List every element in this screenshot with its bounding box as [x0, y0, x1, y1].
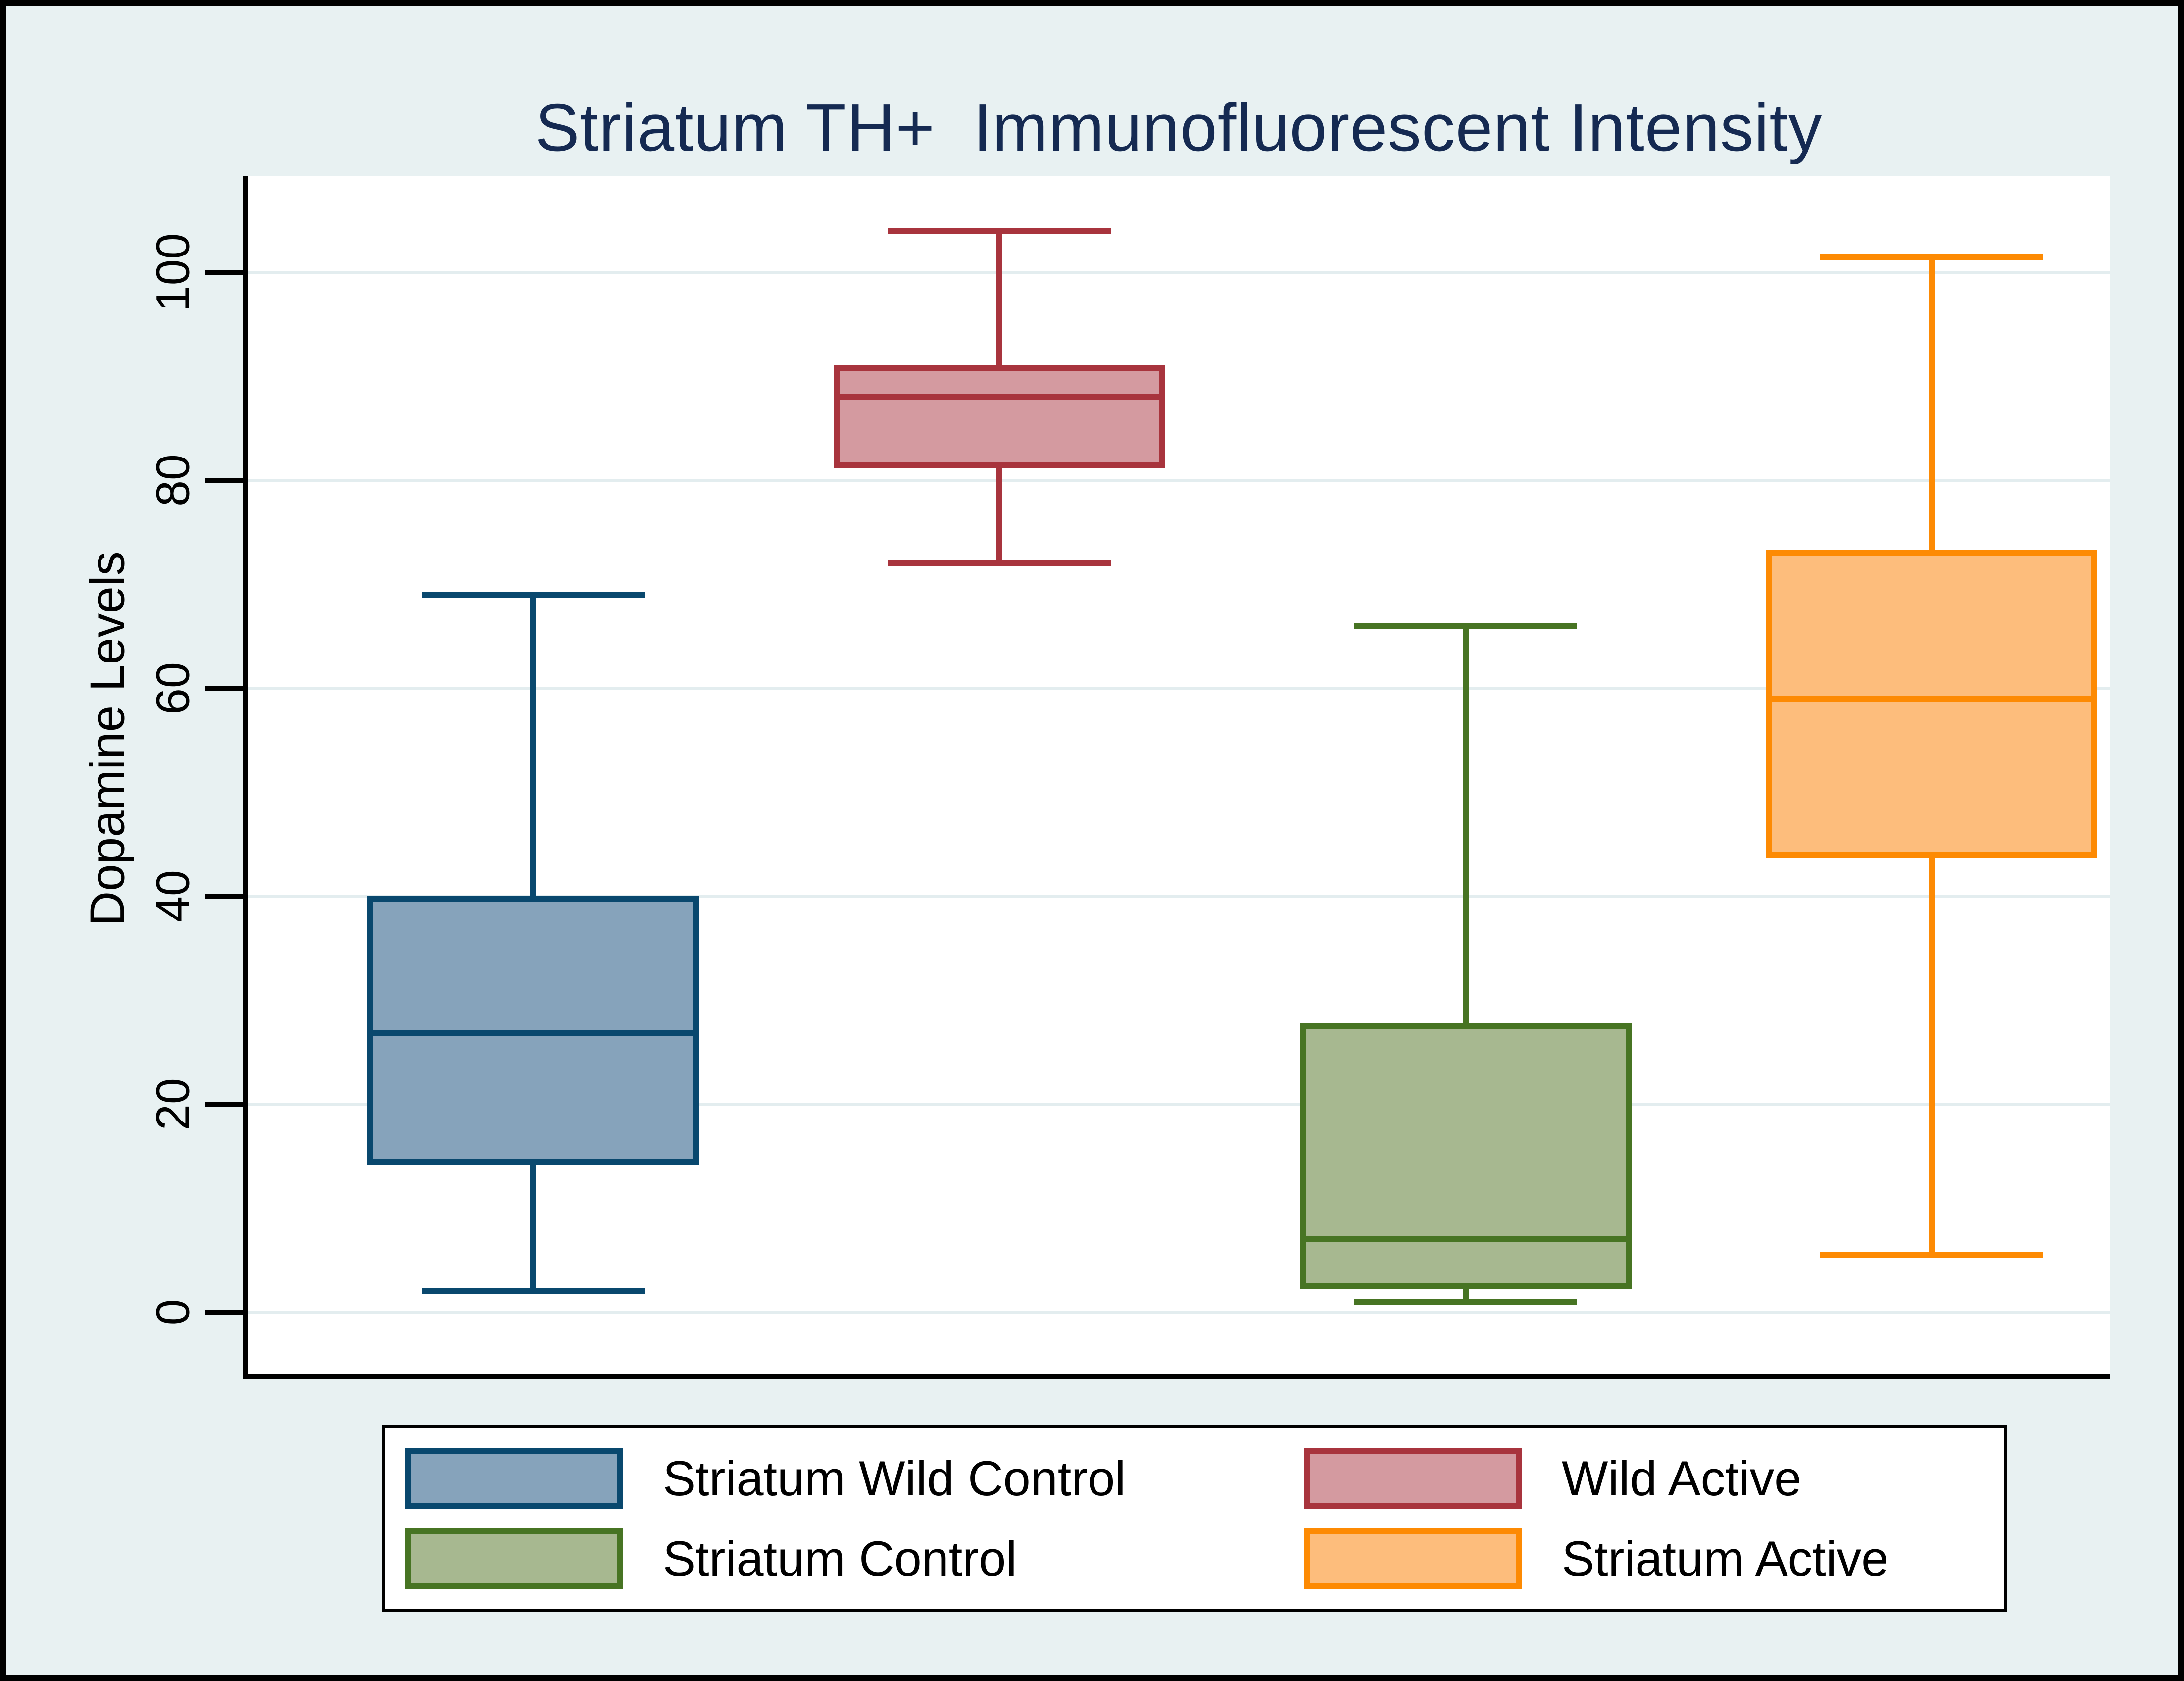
median-line: [1766, 696, 2098, 702]
y-tick-80: [205, 478, 243, 483]
legend-item-striatum-active: Striatum Active: [1304, 1528, 2004, 1589]
max-cap: [1820, 254, 2043, 260]
gridline-y-60: [248, 687, 2110, 690]
median-line: [1299, 1236, 1632, 1243]
lower-whisker: [1929, 855, 1935, 1255]
iqr-box: [1766, 550, 2098, 858]
median-line: [367, 1030, 699, 1037]
min-cap: [1820, 1252, 2043, 1258]
lower-whisker: [530, 1161, 537, 1292]
y-tick-0: [205, 1310, 243, 1315]
legend-swatch-icon: [1304, 1528, 1522, 1589]
chart-title: Striatum TH+ Immunofluorescent Intensity: [535, 90, 1823, 165]
legend-swatch-icon: [405, 1448, 623, 1509]
upper-whisker: [1462, 626, 1469, 1026]
y-tick-label-20: 20: [147, 1078, 199, 1130]
gridline-y-20: [248, 1103, 2110, 1106]
legend-swatch-icon: [405, 1528, 623, 1589]
y-tick-label-0: 0: [147, 1299, 199, 1325]
lower-whisker: [1462, 1286, 1469, 1302]
min-cap: [422, 1288, 645, 1295]
y-axis-title: Dopamine Levels: [80, 551, 135, 926]
y-tick-40: [205, 894, 243, 899]
max-cap: [422, 592, 645, 598]
median-line: [834, 394, 1166, 401]
y-tick-60: [205, 686, 243, 691]
y-tick-label-60: 60: [147, 662, 199, 715]
x-axis-line: [243, 1374, 2110, 1379]
upper-whisker: [1929, 256, 1935, 554]
y-tick-label-100: 100: [147, 233, 199, 312]
iqr-box: [367, 896, 699, 1165]
gridline-y-100: [248, 271, 2110, 274]
min-cap: [1354, 1299, 1577, 1305]
gridline-y-0: [248, 1311, 2110, 1314]
upper-whisker: [530, 595, 537, 900]
y-tick-100: [205, 270, 243, 275]
y-axis-line: [243, 176, 248, 1379]
legend-label: Wild Active: [1562, 1451, 1802, 1506]
max-cap: [1354, 623, 1577, 629]
iqr-box: [1299, 1023, 1632, 1289]
y-tick-label-40: 40: [147, 870, 199, 922]
gridline-y-80: [248, 479, 2110, 482]
plot-area: 0 20 40 60 80 100: [147, 176, 2110, 1379]
gridline-y-40: [248, 895, 2110, 898]
legend-label: Striatum Active: [1562, 1531, 1889, 1586]
iqr-box: [834, 365, 1166, 468]
max-cap: [888, 228, 1111, 234]
legend-label: Striatum Control: [663, 1531, 1017, 1586]
legend-item-striatum-control: Striatum Control: [405, 1528, 1304, 1589]
legend-label: Striatum Wild Control: [663, 1451, 1126, 1506]
y-tick-label-80: 80: [147, 454, 199, 507]
y-tick-20: [205, 1102, 243, 1107]
legend-swatch-icon: [1304, 1448, 1522, 1509]
legend-item-striatum-wild-control: Striatum Wild Control: [405, 1448, 1304, 1509]
upper-whisker: [996, 231, 1003, 368]
legend-item-wild-active: Wild Active: [1304, 1448, 2004, 1509]
min-cap: [888, 560, 1111, 567]
lower-whisker: [996, 464, 1003, 564]
